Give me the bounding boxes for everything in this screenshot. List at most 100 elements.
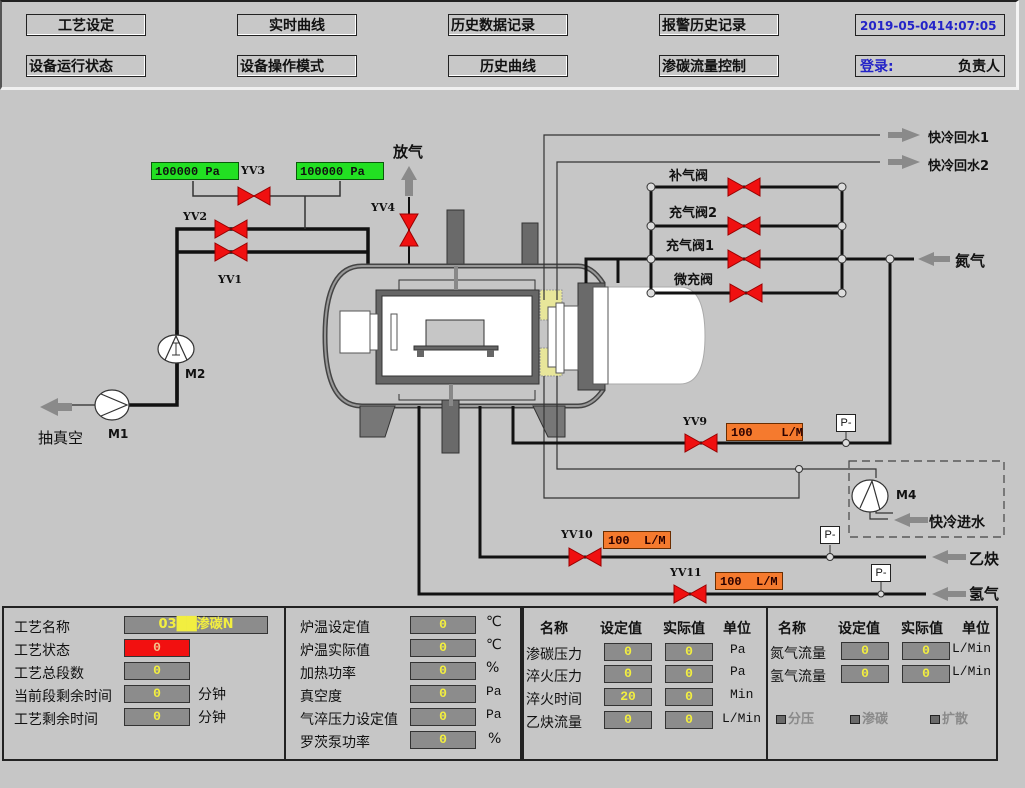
vacuum-arrow-icon	[40, 398, 72, 416]
fill-valve-1-label: 充气阀1	[666, 239, 715, 254]
vent-arrow-icon	[401, 166, 417, 196]
pressure-sensor-yv10: P-	[820, 526, 840, 544]
carb-pressure-set[interactable]: 0	[604, 643, 652, 661]
acetylene-flow-set[interactable]: 0	[604, 711, 652, 729]
process-status-value: 0	[124, 639, 190, 657]
quench-time-actual: 0	[665, 688, 713, 706]
col-header-actual-2: 实际值	[901, 621, 943, 637]
nav-history-data-button[interactable]: 历史数据记录	[448, 14, 568, 36]
pressure-sensor-yv9: P-	[836, 414, 856, 432]
nav-alarm-history-button[interactable]: 报警历史记录	[659, 14, 779, 36]
nav-process-settings-button[interactable]: 工艺设定	[26, 14, 146, 36]
process-diagram	[40, 128, 1005, 604]
valve-yv11-label: YV11	[670, 566, 702, 579]
acetylene-label: 乙炔	[969, 550, 1000, 568]
nav-equipment-status-button[interactable]: 设备运行状态	[26, 55, 146, 77]
heating-power-unit: %	[486, 660, 500, 676]
valve-yv4[interactable]	[399, 213, 419, 247]
col-header-actual: 实际值	[663, 621, 705, 637]
mode-partial-pressure-label: 分压	[788, 712, 815, 727]
pipe-yv-lines	[128, 227, 370, 407]
segment-remaining-value: 0	[124, 685, 190, 703]
segment-remaining-unit: 分钟	[198, 687, 226, 703]
valve-yv9-label: YV9	[683, 415, 708, 428]
roots-pump-power-value: 0	[410, 731, 476, 749]
temp-setpoint-unit: ℃	[486, 614, 502, 630]
col-header-setpoint: 设定值	[600, 621, 642, 637]
return1-arrow-icon	[888, 128, 920, 142]
quench-pressure-setpoint-unit: Pa	[486, 707, 502, 722]
acetylene-flow-unit: L/Min	[722, 711, 762, 726]
datetime-display: 2019-05-0414:07:05	[855, 14, 1005, 36]
col-header-setpoint-2: 设定值	[838, 621, 880, 637]
hydrogen-flow-actual: 0	[902, 665, 950, 683]
cool-in-label: 快冷进水	[929, 515, 985, 531]
pump-m2-label: M2	[185, 367, 206, 381]
nav-history-curve-button[interactable]: 历史曲线	[448, 55, 568, 77]
flow-readout-yv9: 100 L/M	[726, 423, 803, 441]
process-name-label: 工艺名称	[14, 620, 70, 636]
quench-time-set[interactable]: 20	[604, 688, 652, 706]
quench-pressure-set[interactable]: 0	[604, 665, 652, 683]
quench-pressure-setpoint-label: 气淬压力设定值	[300, 712, 398, 728]
carb-pressure-actual: 0	[665, 643, 713, 661]
valve-yv9[interactable]	[684, 433, 718, 453]
hydrogen-flow-set[interactable]: 0	[841, 665, 889, 683]
pump-m1-label: M1	[108, 427, 129, 441]
mode-carburizing[interactable]: 渗碳	[850, 708, 888, 727]
temp-actual-unit: ℃	[486, 637, 502, 653]
pump-m1-icon[interactable]	[94, 389, 130, 421]
vent-label: 放气	[393, 143, 424, 161]
nav-operation-mode-button[interactable]: 设备操作模式	[237, 55, 357, 77]
furnace-vessel	[322, 209, 706, 454]
login-user: 负责人	[958, 59, 1000, 75]
mode-partial-pressure[interactable]: 分压	[776, 708, 814, 727]
flow-readout-yv11: 100 L/M	[715, 572, 783, 590]
heating-power-label: 加热功率	[300, 666, 356, 682]
nav-realtime-curve-button[interactable]: 实时曲线	[237, 14, 357, 36]
total-segments-label: 工艺总段数	[14, 666, 84, 682]
vacuum-label: 抽真空	[38, 429, 84, 447]
valve-yv1[interactable]	[214, 242, 248, 262]
valve-fill-1[interactable]	[727, 249, 761, 269]
acetylene-flow-actual: 0	[665, 711, 713, 729]
col-header-name-2: 名称	[778, 621, 806, 637]
login-box[interactable]: 登录: 负责人	[855, 55, 1005, 77]
pump-m2-icon[interactable]	[157, 334, 195, 364]
nitrogen-flow-set[interactable]: 0	[841, 642, 889, 660]
valve-yv2[interactable]	[214, 219, 248, 239]
roots-pump-power-unit: %	[488, 731, 502, 747]
valve-yv10[interactable]	[568, 547, 602, 567]
nav-carburizing-flow-button[interactable]: 渗碳流量控制	[659, 55, 779, 77]
quench-pressure-unit: Pa	[730, 664, 746, 679]
valve-yv3-label: YV3	[241, 164, 266, 177]
quench-pressure-setpoint-value: 0	[410, 708, 476, 726]
segment-remaining-label: 当前段剩余时间	[14, 689, 112, 705]
gas-flow-panel: 名称 设定值 实际值 单位 氮气流量 0 0 L/Min 氢气流量 0 0 L/…	[766, 606, 998, 761]
hydrogen-arrow-icon	[932, 587, 966, 601]
carb-pressure-label: 渗碳压力	[526, 647, 582, 663]
valve-yv11[interactable]	[673, 584, 707, 604]
mode-diffusion-label: 扩散	[942, 712, 969, 727]
valve-make-up-gas[interactable]	[727, 177, 761, 197]
flow-readout-yv10: 100 L/M	[603, 531, 671, 549]
make-up-valve-label: 补气阀	[669, 169, 709, 184]
mode-diffusion[interactable]: 扩散	[930, 708, 968, 727]
valve-yv3[interactable]	[237, 186, 271, 206]
valve-micro-fill[interactable]	[729, 283, 763, 303]
mode-indicator-icon	[930, 715, 940, 724]
valve-yv2-label: YV2	[183, 210, 208, 223]
quench-pressure-label: 淬火压力	[526, 669, 582, 685]
valve-fill-2[interactable]	[727, 216, 761, 236]
micro-fill-valve-label: 微充阀	[674, 273, 714, 288]
mode-carburizing-label: 渗碳	[862, 712, 889, 727]
login-label: 登录:	[860, 59, 894, 75]
acetylene-arrow-icon	[932, 550, 966, 564]
quench-time-unit: Min	[730, 687, 754, 702]
top-navigation-bar: 工艺设定 实时曲线 历史数据记录 报警历史记录 2019-05-0414:07:…	[0, 0, 1019, 90]
pump-m4-icon[interactable]	[851, 479, 889, 513]
temp-setpoint-value: 0	[410, 616, 476, 634]
valve-yv1-label: YV1	[218, 273, 243, 286]
quench-pressure-actual: 0	[665, 665, 713, 683]
temp-setpoint-label: 炉温设定值	[300, 620, 370, 636]
